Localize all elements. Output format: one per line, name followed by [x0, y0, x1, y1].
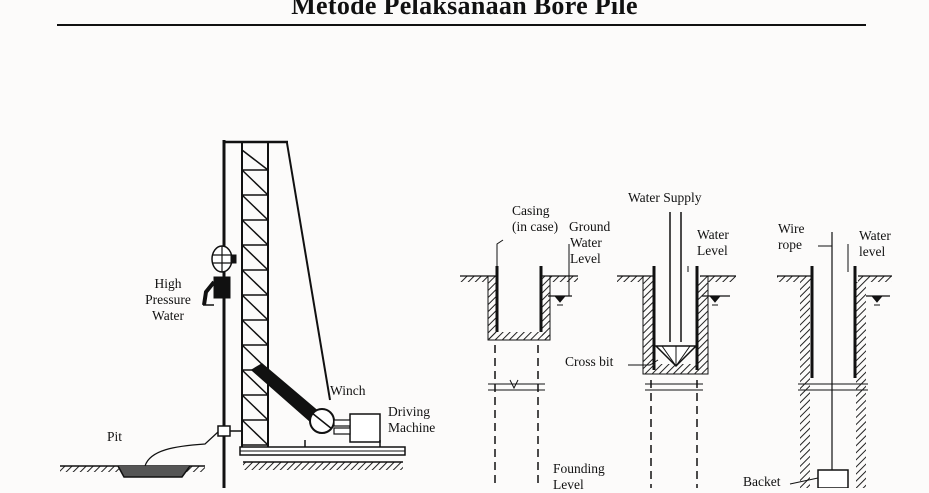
label-ground-water-level: Ground Water Level: [569, 219, 611, 266]
drilling-rig: [60, 140, 406, 488]
label-wire-rope: Wire rope: [778, 221, 805, 252]
label-water-supply: Water Supply: [628, 190, 702, 205]
label-winch: Winch: [330, 383, 366, 398]
worker-figure: [202, 245, 237, 306]
label-high-pressure-water: High Pressure Water: [145, 276, 191, 323]
label-backet: Backet: [743, 474, 781, 489]
label-cross-bit: Cross bit: [565, 354, 614, 369]
label-pit: Pit: [107, 429, 123, 444]
bore-hole-1: [460, 239, 578, 488]
page-title: Metode Pelaksanaan Bore Pile: [291, 0, 638, 20]
driving-machine: [349, 413, 381, 443]
label-driving-machine: Driving Machine: [388, 404, 436, 435]
backet: [817, 469, 849, 488]
bore-hole-2: [617, 212, 736, 488]
pit: [117, 465, 191, 478]
label-founding-level: Founding Level: [553, 461, 605, 492]
label-casing: Casing (in case): [512, 203, 559, 234]
label-water-level-2: Water level: [859, 228, 891, 259]
ground-right: [243, 462, 403, 470]
label-water-level-1: Water Level: [697, 227, 729, 258]
bore-hole-3: [777, 232, 892, 488]
title-underline: [57, 24, 866, 26]
